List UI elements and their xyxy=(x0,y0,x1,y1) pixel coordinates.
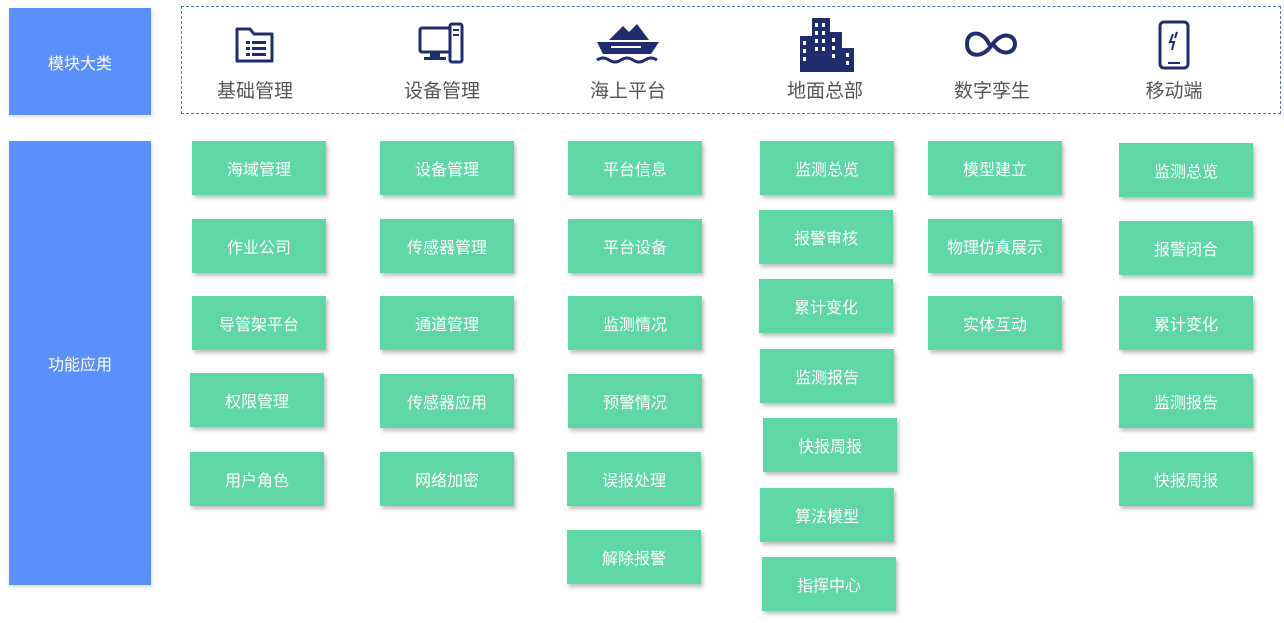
category-label: 设备管理 xyxy=(403,80,480,102)
function-box[interactable]: 累计变化 xyxy=(1119,296,1253,350)
buildings-icon xyxy=(740,14,910,74)
mobile-phone-icon xyxy=(1089,14,1259,74)
function-box[interactable]: 设备管理 xyxy=(380,141,514,195)
function-box[interactable]: 平台信息 xyxy=(568,141,702,195)
category-basic-management[interactable]: 基础管理 xyxy=(170,14,340,106)
function-box[interactable]: 传感器管理 xyxy=(380,219,514,273)
folder-list-icon xyxy=(170,14,340,74)
category-mobile[interactable]: 移动端 xyxy=(1089,14,1259,106)
function-box[interactable]: 网络加密 xyxy=(380,452,514,506)
function-box[interactable]: 实体互动 xyxy=(928,296,1062,350)
function-box[interactable]: 误报处理 xyxy=(567,452,701,506)
category-row-frame xyxy=(181,6,1281,114)
function-box[interactable]: 快报周报 xyxy=(1119,452,1253,506)
function-box[interactable]: 报警审核 xyxy=(759,210,893,264)
category-ground-headquarters[interactable]: 地面总部 xyxy=(740,14,910,106)
function-box[interactable]: 导管架平台 xyxy=(192,296,326,350)
function-box[interactable]: 海域管理 xyxy=(192,141,326,195)
category-offshore-platform[interactable]: 海上平台 xyxy=(543,14,713,106)
function-box[interactable]: 指挥中心 xyxy=(762,557,896,611)
function-box[interactable]: 权限管理 xyxy=(190,373,324,427)
computer-device-icon xyxy=(357,14,527,74)
function-box[interactable]: 预警情况 xyxy=(568,374,702,428)
category-label: 基础管理 xyxy=(216,80,293,102)
function-box[interactable]: 传感器应用 xyxy=(380,374,514,428)
function-box[interactable]: 监测报告 xyxy=(760,349,894,403)
ship-platform-icon xyxy=(543,14,713,74)
category-device-management[interactable]: 设备管理 xyxy=(357,14,527,106)
function-box[interactable]: 通道管理 xyxy=(380,296,514,350)
function-box[interactable]: 监测总览 xyxy=(760,141,894,195)
function-application-label: 功能应用 xyxy=(47,355,112,374)
function-box[interactable]: 用户角色 xyxy=(190,452,324,506)
function-box[interactable]: 物理仿真展示 xyxy=(928,219,1062,273)
category-label: 移动端 xyxy=(1145,80,1203,102)
category-label: 海上平台 xyxy=(589,80,666,102)
function-box[interactable]: 监测总览 xyxy=(1119,143,1253,197)
module-category-label: 模块大类 xyxy=(47,53,112,73)
function-application-header: 功能应用 xyxy=(9,141,151,585)
function-box[interactable]: 累计变化 xyxy=(759,279,893,333)
function-box[interactable]: 报警闭合 xyxy=(1119,221,1253,275)
function-box[interactable]: 监测情况 xyxy=(568,296,702,350)
module-category-header: 模块大类 xyxy=(9,8,151,115)
function-box[interactable]: 快报周报 xyxy=(763,418,897,472)
function-box[interactable]: 模型建立 xyxy=(928,141,1062,195)
infinity-loop-icon xyxy=(907,14,1077,74)
function-box[interactable]: 解除报警 xyxy=(567,530,701,584)
function-box[interactable]: 平台设备 xyxy=(568,219,702,273)
category-label: 数字孪生 xyxy=(953,80,1030,102)
category-digital-twin[interactable]: 数字孪生 xyxy=(907,14,1077,106)
function-box[interactable]: 算法模型 xyxy=(760,488,894,542)
category-label: 地面总部 xyxy=(786,80,863,102)
function-box[interactable]: 作业公司 xyxy=(192,219,326,273)
function-box[interactable]: 监测报告 xyxy=(1119,374,1253,428)
